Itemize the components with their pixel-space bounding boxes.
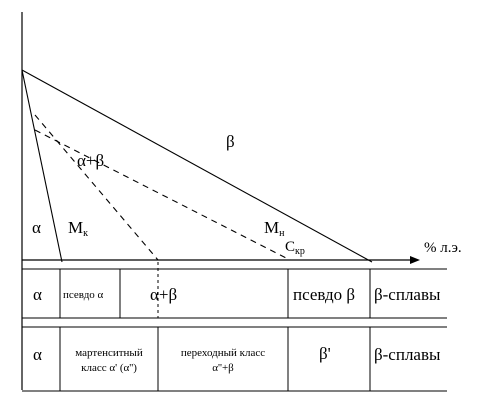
label-alpha-region: α (32, 218, 41, 237)
axis-label: % л.э. (424, 240, 462, 256)
label-mn: Мн (264, 218, 285, 239)
row1-beta-alloys: β-сплавы (374, 285, 441, 304)
row1-alpha-beta: α+β (150, 285, 178, 304)
axis-arrowhead (410, 256, 420, 264)
label-ckr: Скр (285, 239, 305, 257)
label-alpha-beta-region: α+β (77, 151, 105, 170)
beta-transus-line (21, 69, 373, 263)
row1-pseudo-alpha: псевдо α (63, 289, 104, 301)
row2-beta-alloys: β-сплавы (374, 345, 441, 364)
row2-beta-prime: β' (319, 344, 331, 363)
row2-alpha: α (33, 345, 42, 364)
row2-transitional-class: переходный класс α''+β (180, 347, 266, 374)
mk-dashed-line (34, 114, 159, 261)
label-beta-region: β (226, 132, 235, 151)
row2-martensitic-class: мартенситный класс α' (α'') (75, 347, 143, 374)
label-mk: Мк (68, 218, 88, 239)
row1-alpha: α (33, 285, 42, 304)
mn-dashed-line (34, 129, 291, 261)
alpha-boundary-line (21, 69, 63, 263)
row1-pseudo-beta: псевдо β (293, 285, 356, 304)
